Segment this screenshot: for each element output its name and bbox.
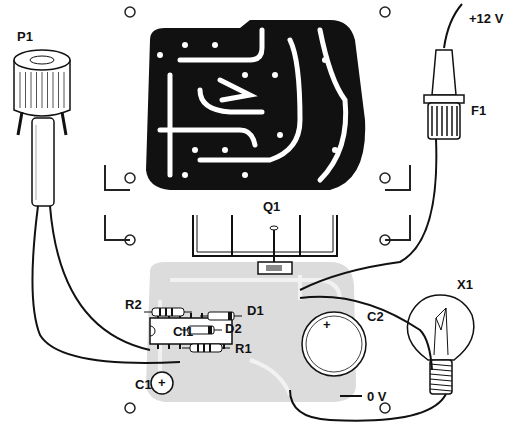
knurl-line [456, 106, 458, 136]
knurl-line [42, 72, 43, 108]
resistor-symbol [182, 344, 230, 352]
knurl-line [58, 72, 59, 108]
ic-pin [179, 344, 181, 349]
transistor-symbol [258, 226, 292, 274]
heat-sink [193, 215, 337, 256]
diode-symbol [200, 312, 242, 320]
capacitor-symbol [151, 372, 173, 394]
knurl-line [20, 72, 21, 108]
thread-line [430, 369, 452, 371]
part-label: C2 [366, 310, 385, 323]
knurl-line [47, 72, 48, 108]
ic-pin [168, 344, 170, 349]
part-label: D2 [224, 322, 243, 335]
voltage-label: 0 V [366, 390, 388, 403]
thread-line [430, 389, 452, 391]
pcb-copper-pattern [105, 7, 410, 190]
knurl-line [451, 106, 453, 136]
voltage-label: +12 V [468, 12, 504, 25]
thread-line [430, 379, 452, 381]
thread-line [430, 384, 452, 386]
part-label: Q1 [262, 200, 281, 213]
pcb-component-side [105, 215, 410, 413]
part-label: P1 [16, 30, 34, 43]
polarity-mark: + [322, 318, 332, 331]
lamp-symbol [407, 295, 474, 394]
potentiometer [14, 50, 70, 206]
thread-line [430, 374, 452, 376]
knurl-line [436, 106, 438, 136]
knurl-line [25, 72, 26, 108]
part-label: X1 [456, 278, 474, 291]
knurl-line [53, 72, 54, 108]
resistor-symbol [144, 308, 192, 316]
knurl-line [64, 72, 65, 108]
part-label: R1 [234, 342, 253, 355]
part-label: CI1 [172, 325, 194, 338]
fuse-holder [424, 4, 464, 139]
thread-line [430, 364, 452, 366]
knurl-line [446, 106, 448, 136]
part-label: F1 [470, 104, 487, 117]
knurl-line [431, 106, 433, 136]
knurl-line [36, 72, 37, 108]
ic-pin [157, 344, 159, 349]
ic-pin [190, 313, 192, 318]
capacitor-symbol [302, 312, 366, 376]
part-label: C1 [134, 378, 153, 391]
wire [32, 139, 446, 421]
polarity-mark: + [157, 376, 167, 389]
part-label: R2 [124, 298, 143, 311]
knurl-line [441, 106, 443, 136]
knurl-line [31, 72, 32, 108]
part-label: D1 [246, 304, 265, 317]
